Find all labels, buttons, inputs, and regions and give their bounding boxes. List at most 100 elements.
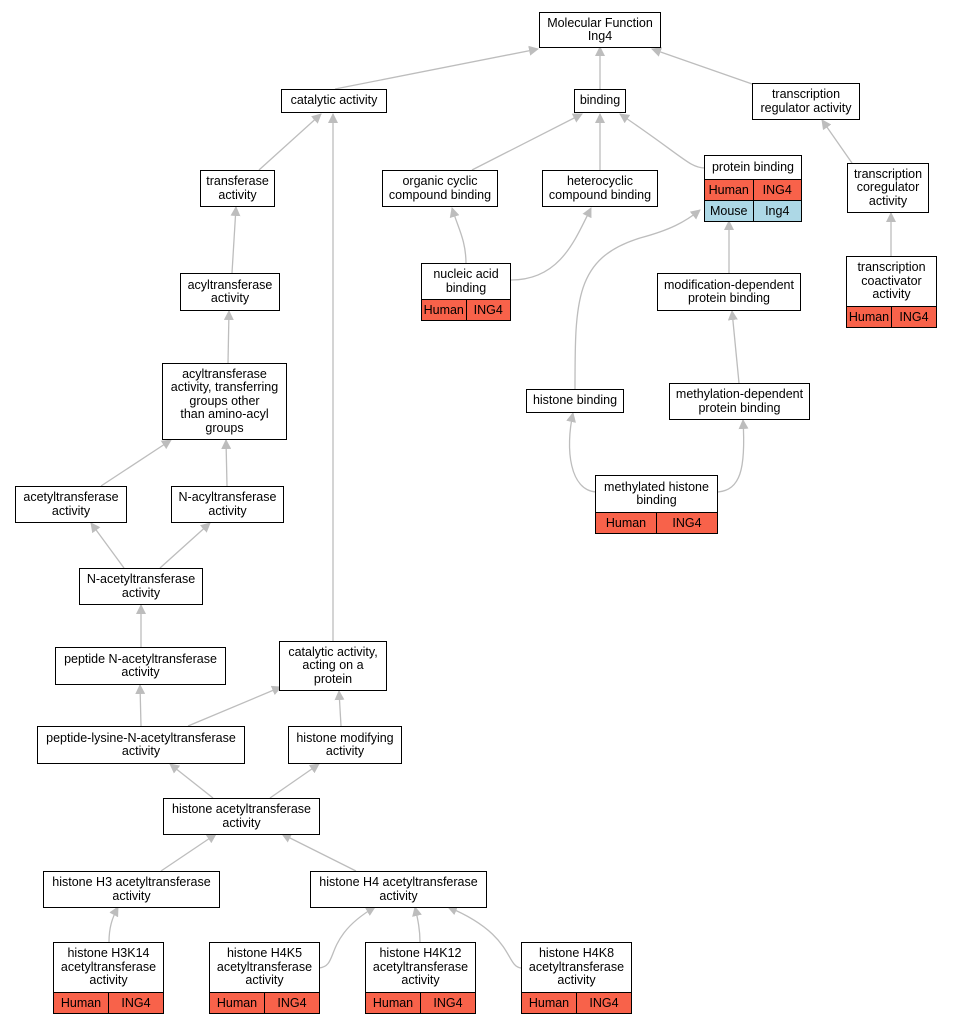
node-label: histone modifying activity xyxy=(296,730,394,758)
edge-nacetyl-to-nacyl xyxy=(159,522,211,569)
gene-cell: ING4 xyxy=(656,513,717,533)
node-histone-modifying-activity[interactable]: histone modifying activity xyxy=(288,726,402,764)
node-label: acyltransferase activity xyxy=(187,277,273,305)
gene-cell: Ing4 xyxy=(752,201,802,221)
species-cell: Human xyxy=(605,516,647,530)
edge-nacyl-to-acylother xyxy=(221,439,232,487)
node-label: Molecular Function Ing4 xyxy=(547,15,653,43)
edge-h4k5-to-h4 xyxy=(318,906,376,969)
node-label: histone H3 acetyltransferase activity xyxy=(52,875,211,903)
node-label: transferase activity xyxy=(206,174,269,202)
edge-hb-to-pb xyxy=(574,209,701,390)
node-label: histone H4K5 acetyltransferase activity xyxy=(216,946,313,988)
node-label: catalytic activity, acting on a protein xyxy=(288,644,378,686)
node-acyltransferase-activity[interactable]: acyltransferase activity xyxy=(180,273,280,311)
node-organic-cyclic-compound-binding[interactable]: organic cyclic compound binding xyxy=(382,170,498,207)
edge-ocb-to-binding xyxy=(471,113,583,171)
node-label: histone acetyltransferase activity xyxy=(172,802,311,830)
node-label: transcription coregulator activity xyxy=(853,166,923,208)
node-transcription-coactivator-activity[interactable]: transcription coactivator activity Human… xyxy=(846,256,937,328)
edge-hat-to-hmod xyxy=(269,763,320,799)
node-label: heterocyclic compound binding xyxy=(548,174,652,202)
species-cell: Human xyxy=(708,183,749,197)
node-label: peptide-lysine-N-acetyltransferase activ… xyxy=(46,730,236,758)
species-cell: Human xyxy=(372,996,414,1010)
edge-nacetyl-to-acetyl xyxy=(90,522,125,569)
edge-acylother-to-acyl xyxy=(223,310,234,364)
node-histone-h4k5-acetyltransferase-activity[interactable]: histone H4K5 acetyltransferase activity … xyxy=(209,942,320,1014)
species-cell: Mouse xyxy=(709,204,748,218)
species-cell: Human xyxy=(216,996,258,1010)
edge-peplys-to-pepnacetyl xyxy=(135,684,146,727)
node-transcription-regulator-activity[interactable]: transcription regulator activity xyxy=(752,83,860,120)
node-label: protein binding xyxy=(711,159,794,174)
node-histone-h3-acetyltransferase-activity[interactable]: histone H3 acetyltransferase activity xyxy=(43,871,220,908)
node-n-acetyltransferase-activity[interactable]: N-acetyltransferase activity xyxy=(79,568,203,605)
node-methylated-histone-binding[interactable]: methylated histone binding Human ING4 xyxy=(595,475,718,534)
node-acetyltransferase-activity[interactable]: acetyltransferase activity xyxy=(15,486,127,523)
annotation-row-human: Human ING4 xyxy=(366,992,475,1013)
species-cell: Human xyxy=(423,303,464,317)
edge-peplys-to-catprot xyxy=(187,685,282,727)
edge-h4k12-to-h4 xyxy=(412,906,422,943)
gene-cell: ING4 xyxy=(752,180,802,200)
node-label: histone H4K8 acetyltransferase activity xyxy=(528,946,625,988)
node-n-acyltransferase-activity[interactable]: N-acyltransferase activity xyxy=(171,486,284,523)
node-label: organic cyclic compound binding xyxy=(388,174,492,202)
node-label: nucleic acid binding xyxy=(433,267,499,295)
node-peptide-lysine-n-acetyltransferase-activity[interactable]: peptide-lysine-N-acetyltransferase activ… xyxy=(37,726,245,764)
node-binding[interactable]: binding xyxy=(574,89,626,113)
node-peptide-n-acetyltransferase-activity[interactable]: peptide N-acetyltransferase activity xyxy=(55,647,226,685)
node-histone-acetyltransferase-activity[interactable]: histone acetyltransferase activity xyxy=(163,798,320,835)
node-label: N-acetyltransferase activity xyxy=(86,572,196,600)
node-methylation-dependent-protein-binding[interactable]: methylation-dependent protein binding xyxy=(669,383,810,420)
node-modification-dependent-protein-binding[interactable]: modification-dependent protein binding xyxy=(657,273,801,311)
node-label: histone H4K12 acetyltransferase activity xyxy=(372,946,469,988)
node-catalytic-activity[interactable]: catalytic activity xyxy=(281,89,387,113)
node-acyltransferase-transferring-groups[interactable]: acyltransferase activity, transferring g… xyxy=(162,363,287,440)
annotation-row-human: Human ING4 xyxy=(596,512,717,533)
edge-hat-to-peplys xyxy=(169,763,214,799)
node-label: peptide N-acetyltransferase activity xyxy=(64,651,217,679)
edge-nab-to-hcb xyxy=(510,207,592,281)
gene-cell: ING4 xyxy=(576,993,631,1013)
node-heterocyclic-compound-binding[interactable]: heterocyclic compound binding xyxy=(542,170,658,207)
edge-h4-to-hat xyxy=(281,833,357,872)
node-label: histone H3K14 acetyltransferase activity xyxy=(60,946,157,988)
node-label: acyltransferase activity, transferring g… xyxy=(170,366,279,435)
gene-cell: ING4 xyxy=(420,993,475,1013)
edge-nab-to-ocb xyxy=(449,207,467,265)
edge-catalytic-to-root xyxy=(334,45,539,90)
node-histone-h4-acetyltransferase-activity[interactable]: histone H4 acetyltransferase activity xyxy=(310,871,487,908)
node-transcription-coregulator-activity[interactable]: transcription coregulator activity xyxy=(847,163,929,213)
annotation-row-mouse: Mouse Ing4 xyxy=(705,200,801,221)
gene-cell: ING4 xyxy=(891,307,936,327)
node-label: N-acyltransferase activity xyxy=(178,490,277,518)
node-label: methylated histone binding xyxy=(604,479,709,507)
node-histone-h4k12-acetyltransferase-activity[interactable]: histone H4K12 acetyltransferase activity… xyxy=(365,942,476,1014)
edge-h3-to-hat xyxy=(160,833,217,872)
node-catalytic-activity-acting-on-protein[interactable]: catalytic activity, acting on a protein xyxy=(279,641,387,691)
node-label: catalytic activity xyxy=(290,93,378,108)
edge-tcoreg-to-tra xyxy=(821,119,853,164)
edge-mhb-to-hb xyxy=(566,412,597,493)
edge-hmod-to-catprot xyxy=(334,690,345,727)
node-histone-h4k8-acetyltransferase-activity[interactable]: histone H4K8 acetyltransferase activity … xyxy=(521,942,632,1014)
node-histone-h3k14-acetyltransferase-activity[interactable]: histone H3K14 acetyltransferase activity… xyxy=(53,942,164,1014)
edge-h3k14-to-h3 xyxy=(108,906,119,943)
node-molecular-function-ing4[interactable]: Molecular Function Ing4 xyxy=(539,12,661,48)
node-transferase-activity[interactable]: transferase activity xyxy=(200,170,275,207)
node-histone-binding[interactable]: histone binding xyxy=(526,389,624,413)
edge-mhb-to-methdep xyxy=(717,419,749,493)
node-label: histone H4 acetyltransferase activity xyxy=(319,875,478,903)
node-label: modification-dependent protein binding xyxy=(664,277,794,305)
edge-acetyl-to-acylother xyxy=(100,439,172,487)
